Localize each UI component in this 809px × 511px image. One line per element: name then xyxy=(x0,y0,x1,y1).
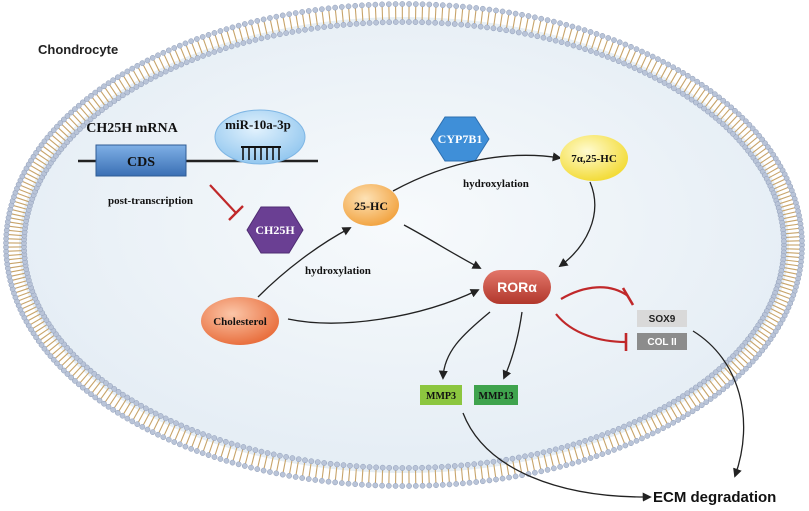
cell-membrane xyxy=(3,1,805,489)
mmp13-box xyxy=(474,385,518,405)
sox9-label: SOX9 xyxy=(649,314,676,325)
mrna-label: CH25H mRNA xyxy=(86,121,178,136)
sox9-box xyxy=(637,310,687,327)
cds-box xyxy=(95,144,187,177)
col2-label: COL II xyxy=(647,337,676,348)
ecm-degradation-label: ECM degradation xyxy=(653,489,776,506)
mmp13-label: MMP13 xyxy=(479,391,514,402)
ch25h-label: CH25H xyxy=(255,223,295,237)
arrow-cholesterol-to-rora xyxy=(287,289,480,324)
cds-label: CDS xyxy=(127,155,155,170)
rora-node xyxy=(483,270,551,304)
hydroxylation-label-bottom: hydroxylation xyxy=(305,265,371,277)
mmp3-box xyxy=(420,385,462,405)
cyp7b1-label: CYP7B1 xyxy=(438,132,483,146)
mirna-label: miR-10a-3p xyxy=(225,117,291,132)
arrow-7a25hc-to-rora xyxy=(558,181,596,268)
arrow-rora-to-mmp13 xyxy=(502,311,523,380)
col2-box xyxy=(637,333,687,350)
rora-inhibition xyxy=(555,286,635,351)
mirna-binding-site xyxy=(241,146,281,160)
arrow-mmp-to-ecm xyxy=(462,412,652,502)
7a25hc-label: 7α,25-HC xyxy=(571,153,617,165)
mmp3-label: MMP3 xyxy=(426,391,456,402)
25hc-node xyxy=(343,184,399,226)
post-transcription-label: post-transcription xyxy=(108,195,193,207)
arrow-rora-to-mmp3 xyxy=(438,311,491,380)
cell-label: Chondrocyte xyxy=(38,42,118,57)
pathway-arrows xyxy=(257,152,745,502)
cholesterol-label: Cholesterol xyxy=(213,316,267,328)
25hc-label: 25-HC xyxy=(354,199,388,213)
rora-label: RORα xyxy=(497,279,537,295)
arrow-cholesterol-to-25hc xyxy=(257,227,352,298)
inhibit-sox9 xyxy=(560,286,629,300)
post-transcription-inhibition xyxy=(209,184,244,221)
7a25hc-node xyxy=(560,135,628,181)
cytoplasm xyxy=(19,17,789,473)
inhibit-col2 xyxy=(555,313,627,344)
arrow-col2-to-ecm xyxy=(692,330,745,478)
cyp7b1-enzyme xyxy=(430,116,490,162)
ch25h-enzyme xyxy=(246,206,304,254)
cholesterol-node xyxy=(201,297,279,345)
arrow-25hc-to-rora xyxy=(403,224,482,269)
mirna-oval xyxy=(214,109,306,165)
arrow-25hc-to-7a25hc xyxy=(392,152,562,192)
hydroxylation-label-top: hydroxylation xyxy=(463,178,529,190)
